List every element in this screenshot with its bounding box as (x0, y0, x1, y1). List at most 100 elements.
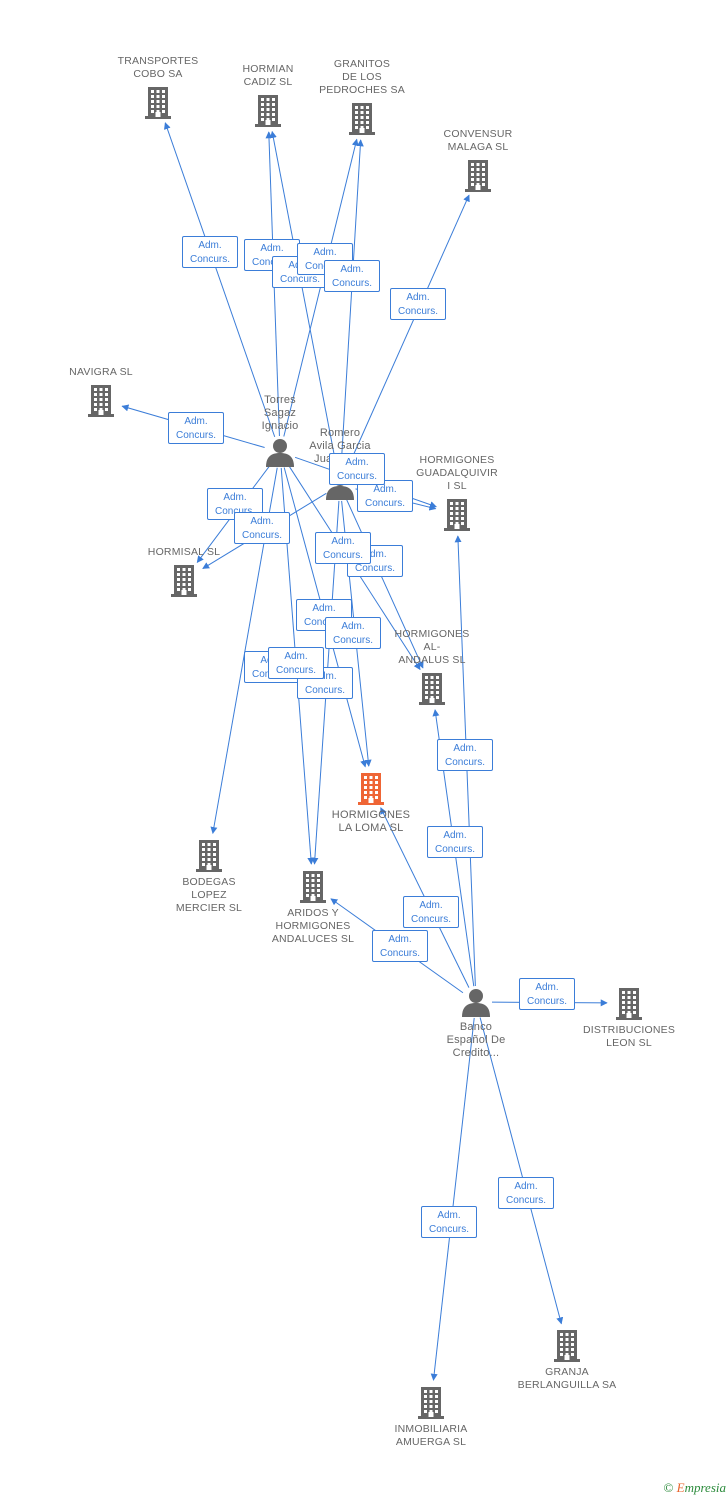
building-icon (171, 565, 197, 597)
edge-label-line: Concurs. (303, 617, 344, 628)
edge-label[interactable]: Adm.Concurs. (268, 647, 324, 679)
node-label-line: AL- (423, 641, 441, 653)
edge-label-line: Adm. (331, 536, 355, 547)
brand-name: mpresia (684, 1480, 726, 1495)
edge-label[interactable]: Adm.Concurs. (427, 826, 483, 858)
edge-label-line: Adm. (340, 264, 364, 275)
edge-label-line: Concurs. (304, 685, 345, 696)
edge-label[interactable]: Adm.Concurs. (372, 930, 428, 962)
edge-label[interactable]: Adm.Concurs. (182, 236, 238, 268)
person-icon (266, 439, 294, 467)
building-icon (554, 1330, 580, 1362)
building-icon (418, 1387, 444, 1419)
building-icon (300, 871, 326, 903)
node-label-line: COBO SA (133, 68, 183, 80)
edge-label-line: Adm. (443, 830, 467, 841)
node-label-line: Ignacio (261, 420, 299, 432)
person-icon (462, 989, 490, 1017)
node-label-line: Credito... (452, 1047, 500, 1059)
edge-label[interactable]: Adm.Concurs. (325, 617, 381, 649)
building-icon (419, 673, 445, 705)
node-label: NAVIGRA SL (31, 366, 171, 379)
edge-label-line: Adm. (260, 243, 284, 254)
edge-label[interactable]: Adm.Concurs. (519, 978, 575, 1010)
node-label-line: HORMIGONES (275, 920, 351, 932)
edge-label-line: Concurs. (279, 274, 320, 285)
edge-label-line: Adm. (223, 492, 247, 503)
edge-label-line: Concurs. (444, 757, 485, 768)
building-icon (88, 385, 114, 417)
edge-romero-to-convensur (346, 194, 470, 471)
edge-label[interactable]: Adm.Concurs. (234, 512, 290, 544)
building-icon (145, 87, 171, 119)
node-label-line: DE LOS (342, 71, 382, 83)
edge-label[interactable]: Adm.Concurs. (498, 1177, 554, 1209)
building-icon (465, 160, 491, 192)
node-label-line: Español De (446, 1034, 506, 1046)
edge-label-line: Concurs. (364, 498, 405, 509)
node-label-line: ANDALUS SL (398, 654, 466, 666)
edge-label[interactable]: Adm.Concurs. (329, 453, 385, 485)
edge-label-line: Adm. (313, 247, 337, 258)
node-label-line: PEDROCHES SA (319, 84, 405, 96)
edge-label[interactable]: Adm. Concurs. (357, 480, 413, 512)
edge-label[interactable]: Adm.Concurs. (403, 896, 459, 928)
node-hormisal[interactable]: HORMISAL SL (114, 546, 254, 597)
edge-label-line: Adm. (419, 900, 443, 911)
edge-label[interactable]: Adm.Concurs. (437, 739, 493, 771)
edge-label[interactable]: Adm.Concurs. (324, 260, 380, 292)
edge-label-line: Concurs. (505, 1195, 546, 1206)
node-navigra[interactable]: NAVIGRA SL (31, 366, 171, 417)
edge-label[interactable]: Adm.Concurs. (168, 412, 224, 444)
edge-label-line: Adm. (184, 416, 208, 427)
edge-label[interactable]: Adm.Concurs. (421, 1206, 477, 1238)
edge-label-line: Concurs. (332, 635, 373, 646)
node-label-line: GRANITOS (333, 58, 391, 70)
edge-label-line: Adm. (313, 671, 337, 682)
building-icon (349, 103, 375, 135)
node-label-line: TRANSPORTES (117, 55, 199, 67)
building-icon (616, 988, 642, 1020)
copyright-symbol: © (663, 1480, 674, 1495)
building-icon (358, 773, 384, 805)
node-label: HORMISAL SL (114, 546, 254, 559)
edge-label[interactable]: Adm.Concurs. (315, 532, 371, 564)
node-label-line: BODEGAS (182, 876, 236, 888)
edge-romero-to-alandalus (346, 499, 424, 669)
building-icon (444, 499, 470, 531)
edge-label-line: Adm. (373, 484, 397, 495)
edge-label-line: Concurs. (397, 306, 438, 317)
building-icon (196, 840, 222, 872)
node-label-line: NAVIGRA SL (69, 366, 133, 378)
edge-label[interactable]: Adm.Concurs. (390, 288, 446, 320)
edge-label-line: Adm. (388, 934, 412, 945)
edge-label-line: Concurs. (189, 254, 230, 265)
